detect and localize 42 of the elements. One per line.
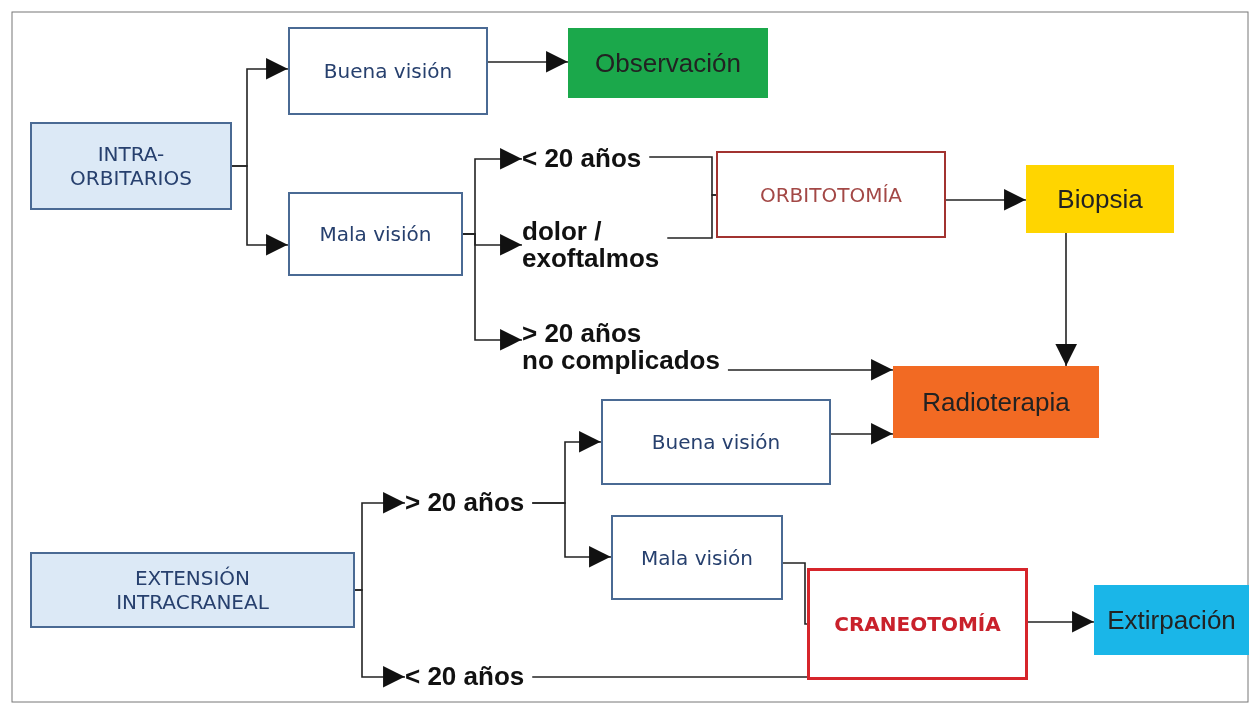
box-label: Buena visión [323,59,453,83]
box-label: CRANEOTOMÍA [834,612,1001,636]
condition-text: > 20 años [405,489,525,517]
condition-text: < 20 años [405,663,525,691]
condition-text: dolor / exoftalmos [522,217,660,273]
connector-line [666,194,717,239]
box-label: Radioterapia [922,386,1070,418]
box-label: ORBITOTOMÍA [760,182,902,207]
category-box [30,122,232,210]
outcome-box [893,366,1099,438]
arrow [830,423,894,445]
outcome-box [1094,585,1249,655]
box-label: Mala visión [319,222,432,246]
procedure-box [716,151,946,238]
arrow [487,51,569,73]
box-label: Biopsia [1057,183,1143,215]
box-label: Extirpación [1107,604,1236,636]
arrow [354,589,406,688]
arrow [531,502,612,568]
arrow [945,189,1027,211]
condition-text: < 20 años [522,145,642,173]
condition-text: > 20 años no complicados [522,319,720,375]
procedure-box [807,568,1028,680]
process-box [288,192,463,276]
category-box [30,552,355,628]
box-label: EXTENSIÓN INTRACRANEAL [116,566,269,614]
process-box [611,515,783,600]
arrow [727,359,894,381]
arrow [231,165,289,256]
process-box [288,27,488,115]
box-label: Observación [595,47,741,79]
process-box [601,399,831,485]
outcome-box [1026,165,1174,233]
box-label: INTRA- ORBITARIOS [70,142,192,190]
box-label: Buena visión [651,430,781,454]
outcome-box [568,28,768,98]
arrow [1027,611,1095,633]
arrow [1055,232,1077,367]
box-label: Mala visión [641,545,753,570]
connector-line [531,676,808,678]
arrow [462,233,523,351]
connector-line [782,562,808,625]
